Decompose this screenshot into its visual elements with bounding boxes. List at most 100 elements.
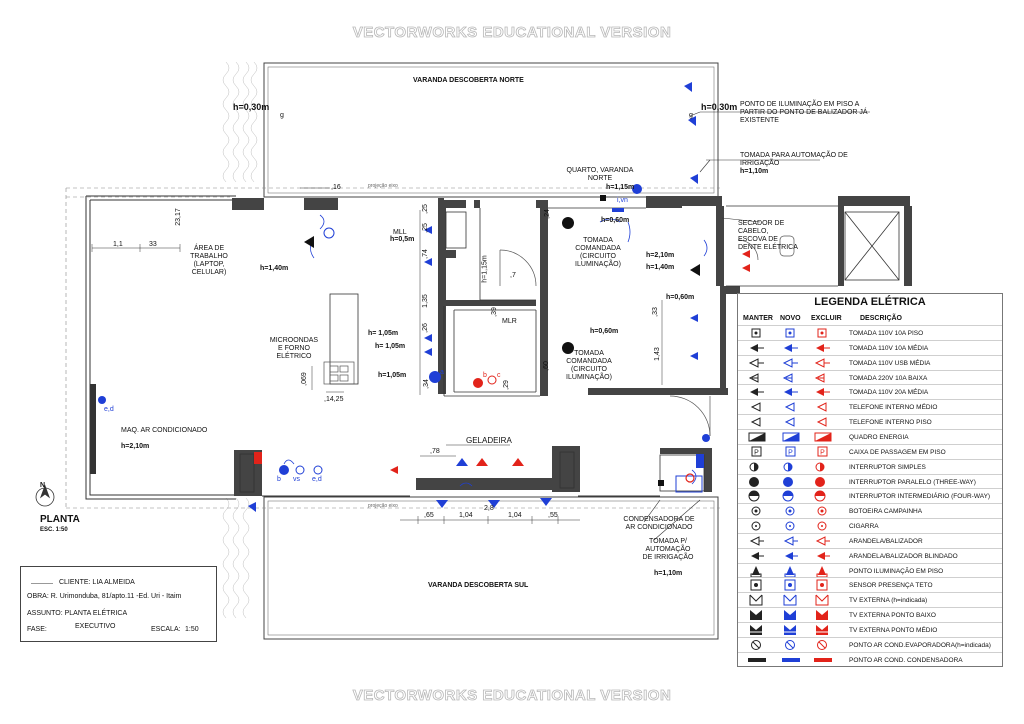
four-way-switch-icon bbox=[782, 489, 796, 502]
legend-row-description: TOMADA 110V 10A PISO bbox=[849, 330, 924, 337]
label-ed-kitchen: e,d bbox=[312, 476, 322, 483]
simple-switch-icon bbox=[782, 460, 796, 472]
vegetation-hatch-left bbox=[222, 61, 258, 619]
legend-panel: LEGENDA ELÉTRICA MANTER NOVO EXCLUIR DES… bbox=[737, 293, 1003, 667]
doorbell-button-icon bbox=[748, 504, 762, 516]
obra-row: OBRA: R. Urimonduba, 81/apto.11 -Ed. Uri… bbox=[27, 593, 181, 600]
doorbell-button-icon bbox=[814, 504, 828, 516]
legend-row-description: PONTO AR COND.EVAPORADORA(h=indicada) bbox=[849, 641, 991, 649]
tv-low-icon bbox=[748, 608, 762, 621]
south-balcony-outline bbox=[263, 496, 719, 640]
floor-outlet-icon bbox=[782, 326, 796, 338]
watermark-top: VECTORWORKS EDUCATIONAL VERSION bbox=[352, 24, 672, 42]
label-mll: MLL bbox=[393, 229, 407, 236]
svg-text:P: P bbox=[788, 449, 793, 456]
legend-row-description: TELEFONE INTERNO MÉDIO bbox=[849, 404, 938, 412]
logo-mark bbox=[31, 576, 53, 584]
label-h060-c: h=0,60m bbox=[590, 328, 619, 335]
power-panel-icon bbox=[748, 430, 766, 442]
label-escala-plan: ESC. 1:50 bbox=[40, 527, 68, 533]
legend-row: TELEFONE INTERNO MÉDIO bbox=[738, 399, 1002, 415]
legend-row: PONTO ILUMINAÇÃO EM PISO bbox=[738, 562, 1002, 579]
junction-box-icon: P bbox=[782, 445, 796, 457]
obra-label: OBRA: bbox=[27, 593, 49, 600]
tv-low-icon bbox=[814, 608, 828, 621]
legend-header-novo: NOVO bbox=[780, 315, 801, 322]
label-varanda-norte: VARANDA DESCOBERTA NORTE bbox=[413, 77, 524, 84]
dim-26: ,26 bbox=[421, 323, 429, 333]
label-h105-a: h= 1,05m bbox=[368, 330, 399, 337]
client-row: CLIENTE: LIA ALMEIDA bbox=[31, 576, 135, 586]
fase-value: EXECUTIVO bbox=[75, 623, 116, 630]
legend-row-description: SENSOR PRESENÇA TETO bbox=[849, 582, 933, 590]
legend-row-description: CIGARRA bbox=[849, 523, 879, 531]
legend-header-manter: MANTER bbox=[743, 315, 773, 322]
floor-outlet-icon bbox=[748, 326, 762, 338]
legend-row: TOMADA 110V 20A MÉDIA bbox=[738, 384, 1002, 400]
presence-sensor-icon bbox=[782, 578, 796, 591]
label-tomada-comandada-2: TOMADA COMANDADA (CIRCUITO ILUMINAÇÃO) bbox=[566, 350, 612, 381]
dim-65a: ,65 bbox=[424, 512, 434, 519]
power-panel-icon bbox=[814, 430, 832, 442]
legend-row: TV EXTERNA PONTO MÉDIO bbox=[738, 622, 1002, 638]
svg-text:P: P bbox=[820, 449, 825, 456]
ac-evaporator-icon bbox=[748, 638, 762, 650]
tv-external-icon bbox=[748, 593, 763, 606]
dim-60: ,60 bbox=[542, 361, 550, 371]
legend-row: INTERRUPTOR PARALELO (THREE-WAY) bbox=[738, 473, 1002, 490]
label-c-red: c bbox=[497, 372, 501, 379]
label-h140-left: h=1,40m bbox=[260, 265, 289, 272]
simple-switch-icon bbox=[814, 460, 828, 472]
note-tomada-automacao: TOMADA PARA AUTOMAÇÃO DE IRRIGAÇÃO bbox=[740, 152, 848, 167]
dim-104a: 1,04 bbox=[459, 512, 473, 519]
legend-row-description: TV EXTERNA (h=indicada) bbox=[849, 597, 928, 605]
label-projecao-top: projeção eixo bbox=[368, 183, 398, 189]
label-h105-c: h=1,05m bbox=[378, 372, 407, 379]
legend-row-description: PONTO AR COND. CONDENSADORA bbox=[849, 656, 963, 664]
phone-medium-icon bbox=[782, 400, 796, 413]
label-north: N bbox=[40, 482, 46, 489]
simple-switch-icon bbox=[748, 460, 762, 472]
dim-23: 23,17 bbox=[174, 208, 182, 226]
legend-row: TELEFONE INTERNO PISO bbox=[738, 414, 1002, 430]
usb-outlet-icon bbox=[782, 356, 798, 368]
label-maq-ar: MAQ. AR CONDICIONADO bbox=[121, 427, 208, 434]
sconce-icon bbox=[782, 534, 798, 546]
legend-row-description: ARANDELA/BALIZADOR bbox=[849, 537, 923, 545]
floor-light-icon bbox=[748, 564, 762, 578]
label-geladeira: GELADEIRA bbox=[466, 436, 512, 445]
label-h060-b: h=0,60m bbox=[666, 294, 695, 301]
legend-row-description: BOTOEIRA CAMPAINHA bbox=[849, 508, 923, 516]
obra-value: R. Urimonduba, 81/apto.11 -Ed. Uri - Ita… bbox=[50, 593, 182, 600]
legend-row: TOMADA 220V 10A BAIXA bbox=[738, 369, 1002, 386]
title-block: CLIENTE: LIA ALMEIDA OBRA: R. Urimonduba… bbox=[20, 566, 217, 642]
dim-069: ,069 bbox=[300, 372, 308, 386]
tv-external-icon bbox=[782, 593, 797, 606]
note-ponto-iluminacao: PONTO DE ILUMINAÇÃO EM PISO A PARTIR DO … bbox=[740, 101, 868, 124]
label-h115-b: h=1,15m bbox=[481, 255, 489, 283]
label-mlr: MLR bbox=[502, 318, 517, 325]
label-g-left: g bbox=[280, 112, 284, 119]
three-way-switch-icon bbox=[748, 475, 762, 487]
legend-row: TOMADA 110V 10A MÉDIA bbox=[738, 339, 1002, 356]
dim-16: ,16 bbox=[331, 184, 341, 191]
label-vs: vs bbox=[293, 476, 300, 483]
label-h115: h=1,15m bbox=[606, 184, 635, 191]
legend-row: INTERRUPTOR INTERMEDIÁRIO (FOUR-WAY) bbox=[738, 488, 1002, 504]
ac-evaporator-icon bbox=[782, 638, 796, 650]
outlet-20a-icon bbox=[814, 385, 830, 397]
floor-outlet-icon bbox=[814, 326, 828, 338]
outlet-20a-icon bbox=[782, 385, 798, 397]
legend-row: PONTO AR COND. CONDENSADORA bbox=[738, 651, 1002, 668]
label-projecao-bottom: projeção eixo bbox=[368, 503, 398, 509]
assunto-label: ASSUNTO: bbox=[27, 610, 63, 617]
ac-evaporator-icon bbox=[814, 638, 828, 650]
label-b-kitchen: b bbox=[277, 476, 281, 483]
light-point-quarto bbox=[632, 184, 642, 194]
dim-33b: ,33 bbox=[651, 307, 659, 317]
assunto-row: ASSUNTO: PLANTA ELÉTRICA bbox=[27, 610, 127, 617]
label-secador: SECADOR DE CABELO, ESCOVA DE DENTE ELÉTR… bbox=[738, 220, 798, 251]
dim-33: 33 bbox=[149, 241, 157, 248]
dim-24: ,24 bbox=[543, 209, 551, 219]
